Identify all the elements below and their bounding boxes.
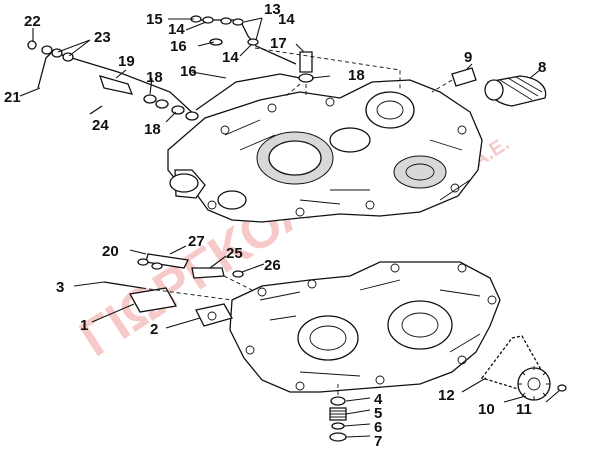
callout-8: 8 xyxy=(538,59,546,76)
oil-filter-group xyxy=(431,67,547,107)
leader-lines xyxy=(19,17,561,438)
callout-10: 10 xyxy=(478,401,495,418)
oil-line-top xyxy=(190,15,401,111)
callout-4: 4 xyxy=(374,391,383,408)
callout-2: 2 xyxy=(150,321,158,338)
callout-7: 7 xyxy=(374,433,382,450)
chain-sprocket xyxy=(480,335,567,401)
callout-19: 19 xyxy=(118,53,135,70)
callout-13: 13 xyxy=(264,1,281,18)
callout-25: 25 xyxy=(226,245,243,262)
callout-22: 22 xyxy=(24,13,41,30)
callout-20: 20 xyxy=(102,243,119,260)
callout-18-c: 18 xyxy=(144,121,161,138)
upper-crankcase xyxy=(167,79,483,223)
callout-18-a: 18 xyxy=(146,69,163,86)
callout-5: 5 xyxy=(374,405,382,422)
callout-9: 9 xyxy=(464,49,472,66)
oil-pipe-assembly xyxy=(27,40,199,121)
callout-16-a: 16 xyxy=(170,38,187,55)
callout-16-b: 16 xyxy=(180,63,197,80)
callout-14-b: 14 xyxy=(278,11,295,28)
lower-crankcase xyxy=(229,261,501,393)
callout-24: 24 xyxy=(92,117,109,134)
callout-12: 12 xyxy=(438,387,455,404)
callout-17: 17 xyxy=(270,35,287,52)
callout-6: 6 xyxy=(374,419,382,436)
relief-valve-stack xyxy=(329,384,347,442)
callout-18-b: 18 xyxy=(348,67,365,84)
callout-21: 21 xyxy=(4,89,21,106)
callout-labels: 22 23 21 24 15 13 14 14 16 14 17 19 18 1… xyxy=(4,1,546,450)
callout-11: 11 xyxy=(516,401,532,418)
callout-27: 27 xyxy=(188,233,205,250)
lower-small-parts xyxy=(103,253,253,327)
callout-23: 23 xyxy=(94,29,111,46)
callout-3: 3 xyxy=(56,279,64,296)
callout-1: 1 xyxy=(80,317,88,334)
callout-14-c: 14 xyxy=(222,49,239,66)
callout-14-a: 14 xyxy=(168,21,185,38)
callout-26: 26 xyxy=(264,257,281,274)
callout-15: 15 xyxy=(146,11,163,28)
